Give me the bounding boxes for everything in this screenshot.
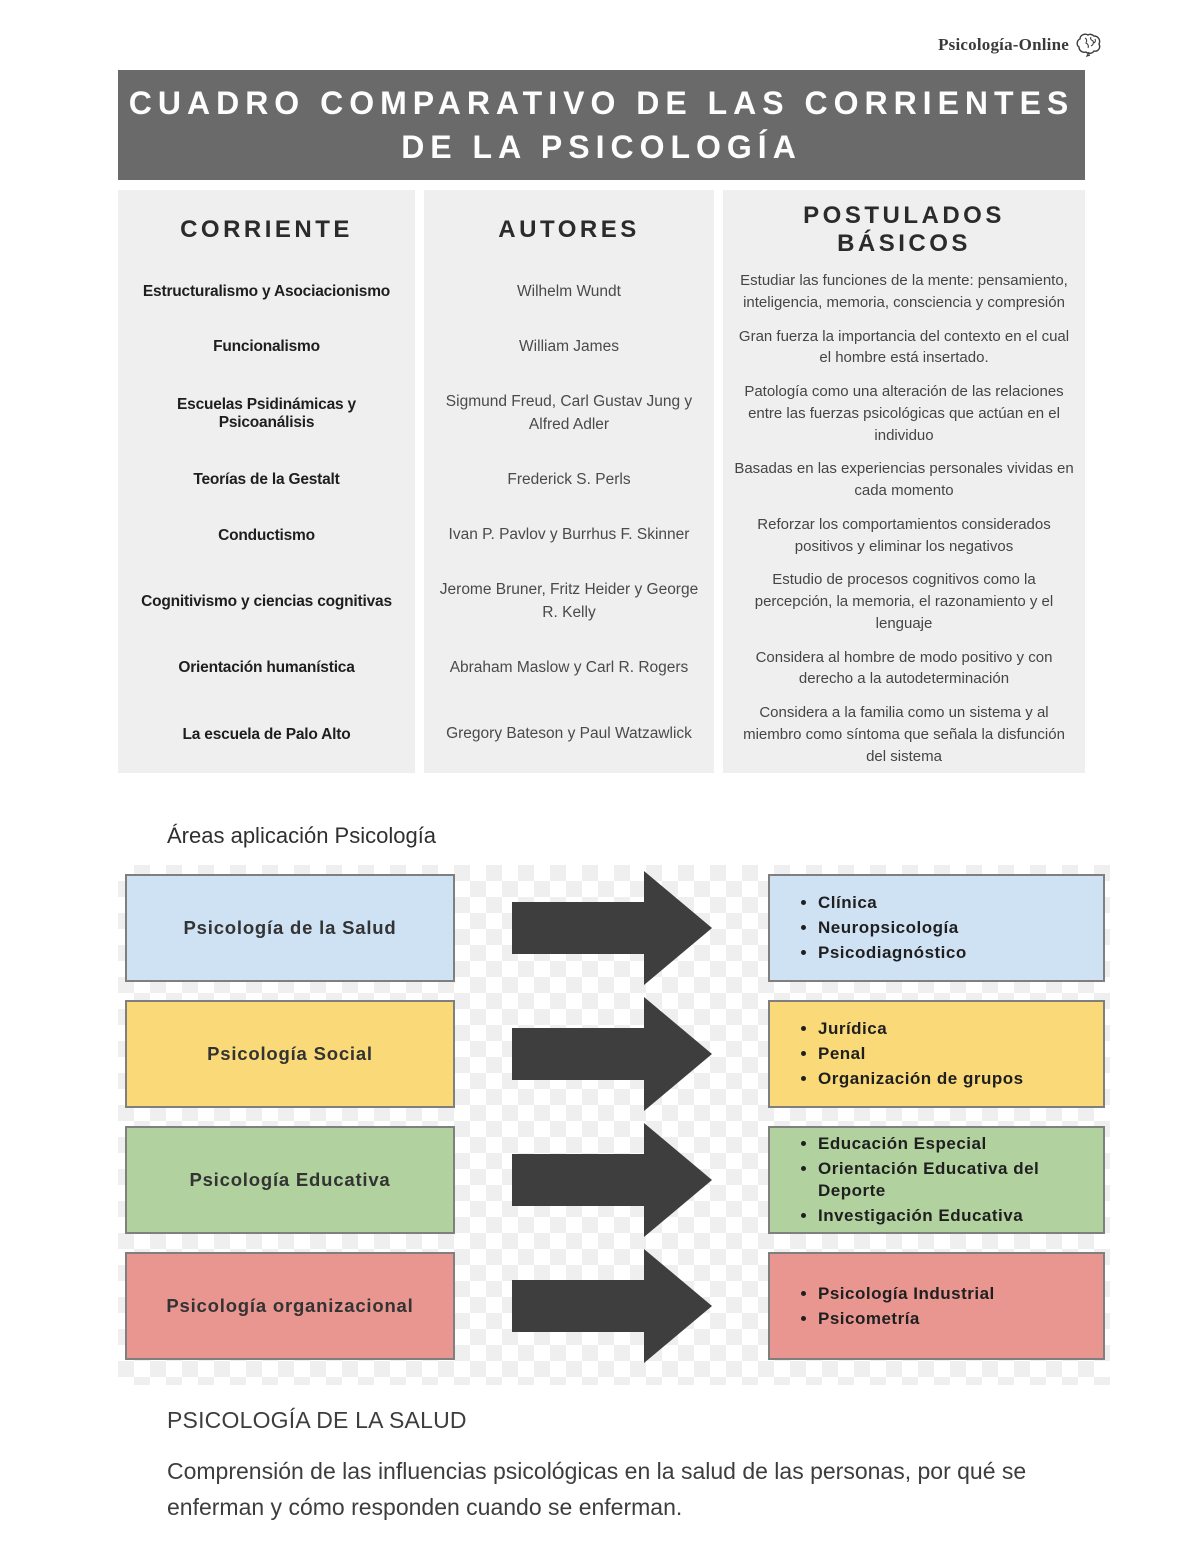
arrow-zone [455, 871, 768, 986]
postulados-cell: Estudiar las funciones de la mente: pens… [723, 264, 1085, 320]
arrow-head [643, 1249, 712, 1364]
comparison-table: CORRIENTE AUTORES POSTULADOS BÁSICOS Est… [118, 190, 1085, 774]
diagram-row: Psicología Social JurídicaPenalOrganizac… [118, 997, 1110, 1112]
area-target-box: Psicología IndustrialPsicometría [768, 1252, 1105, 1361]
right-arrow-icon [511, 997, 712, 1112]
banner-title-line2: DE LA PSICOLOGÍA [401, 129, 802, 165]
area-label: Psicología Social [207, 1043, 373, 1065]
postulados-cell: Basadas en las experiencias personales v… [723, 452, 1085, 508]
diagram-row: Psicología organizacional Psicología Ind… [118, 1249, 1110, 1364]
area-item: Orientación Educativa del Deporte [818, 1158, 1095, 1202]
area-target-box: Educación EspecialOrientación Educativa … [768, 1126, 1105, 1235]
autores-cell: Wilhelm Wundt [424, 264, 714, 320]
title-banner: CUADRO COMPARATIVO DE LAS CORRIENTES DE … [118, 70, 1085, 180]
corriente-cell: Orientación humanística [118, 640, 415, 696]
postulados-cell: Estudio de procesos cognitivos como la p… [723, 563, 1085, 641]
diagram-row: Psicología de la Salud ClínicaNeuropsico… [118, 871, 1110, 986]
autores-cell: William James [424, 319, 714, 375]
postulados-cell: Reforzar los comportamientos considerado… [723, 507, 1085, 564]
right-arrow-icon [511, 871, 712, 986]
logo-text: Psicología-Online [938, 35, 1069, 54]
autores-cell: Gregory Bateson y Paul Watzawlick [424, 696, 714, 774]
area-items-list: Psicología IndustrialPsicometría [770, 1280, 1003, 1333]
arrow-head [643, 1123, 712, 1238]
arrow-body [511, 1280, 644, 1333]
area-item: Neuropsicología [818, 917, 967, 939]
arrow-head [643, 871, 712, 986]
postulados-cell: Patología como una alteración de las rel… [723, 375, 1085, 453]
area-items-list: ClínicaNeuropsicologíaPsicodiagnóstico [770, 889, 975, 967]
corriente-cell: Cognitivismo y ciencias cognitivas [118, 563, 415, 641]
corriente-cell: Teorías de la Gestalt [118, 452, 415, 508]
area-items-list: Educación EspecialOrientación Educativa … [770, 1130, 1103, 1230]
salud-paragraph: Comprensión de las influencias psicológi… [167, 1458, 1027, 1520]
autores-cell: Ivan P. Pavlov y Burrhus F. Skinner [424, 507, 714, 564]
area-target-box: JurídicaPenalOrganización de grupos [768, 1000, 1105, 1109]
corriente-cell: Escuelas Psidinámicas y Psicoanálisis [118, 375, 415, 453]
right-arrow-icon [511, 1123, 712, 1238]
arrow-body [511, 1028, 644, 1081]
banner-title-line1: CUADRO COMPARATIVO DE LAS CORRIENTES [128, 84, 1075, 121]
areas-diagram: Psicología de la Salud ClínicaNeuropsico… [118, 865, 1110, 1386]
arrow-zone [455, 1123, 768, 1238]
area-label: Psicología de la Salud [183, 917, 397, 939]
area-item: Psicometría [818, 1308, 995, 1330]
area-source-box: Psicología de la Salud [125, 874, 455, 983]
arrow-body [511, 902, 644, 955]
area-items-list: JurídicaPenalOrganización de grupos [770, 1015, 1032, 1093]
area-source-box: Psicología organizacional [125, 1252, 455, 1361]
area-label: Psicología Educativa [189, 1169, 391, 1191]
area-item: Organización de grupos [818, 1068, 1024, 1090]
area-item: Penal [818, 1043, 1024, 1065]
autores-cell: Frederick S. Perls [424, 452, 714, 508]
arrow-body [511, 1154, 644, 1207]
column-header-autores: AUTORES [424, 190, 714, 264]
area-item: Jurídica [818, 1018, 1024, 1040]
area-item: Clínica [818, 892, 967, 914]
area-label: Psicología organizacional [166, 1295, 414, 1317]
diagram-row: Psicología Educativa Educación EspecialO… [118, 1123, 1110, 1238]
area-source-box: Psicología Educativa [125, 1126, 455, 1235]
salud-heading: PSICOLOGÍA DE LA SALUD [167, 1407, 467, 1434]
area-item: Psicología Industrial [818, 1283, 995, 1305]
arrow-zone [455, 1249, 768, 1364]
corriente-cell: La escuela de Palo Alto [118, 696, 415, 774]
logo-row: Psicología-Online [0, 0, 1200, 60]
arrow-head [643, 997, 712, 1112]
autores-cell: Abraham Maslow y Carl R. Rogers [424, 640, 714, 696]
corriente-cell: Conductismo [118, 507, 415, 564]
corriente-cell: Funcionalismo [118, 319, 415, 375]
postulados-cell: Considera al hombre de modo positivo y c… [723, 640, 1085, 696]
postulados-cell: Considera a la familia como un sistema y… [723, 696, 1085, 774]
brain-icon [1075, 32, 1105, 58]
corriente-cell: Estructuralismo y Asociacionismo [118, 264, 415, 320]
area-item: Psicodiagnóstico [818, 942, 967, 964]
column-header-postulados: POSTULADOS BÁSICOS [723, 190, 1085, 264]
column-header-corriente: CORRIENTE [118, 190, 415, 264]
area-source-box: Psicología Social [125, 1000, 455, 1109]
area-item: Educación Especial [818, 1133, 1095, 1155]
area-item: Investigación Educativa [818, 1205, 1095, 1227]
arrow-zone [455, 997, 768, 1112]
autores-cell: Sigmund Freud, Carl Gustav Jung y Alfred… [424, 375, 714, 453]
autores-cell: Jerome Bruner, Fritz Heider y George R. … [424, 563, 714, 641]
area-target-box: ClínicaNeuropsicologíaPsicodiagnóstico [768, 874, 1105, 983]
right-arrow-icon [511, 1249, 712, 1364]
areas-heading: Áreas aplicación Psicología [167, 823, 437, 849]
postulados-cell: Gran fuerza la importancia del contexto … [723, 319, 1085, 375]
